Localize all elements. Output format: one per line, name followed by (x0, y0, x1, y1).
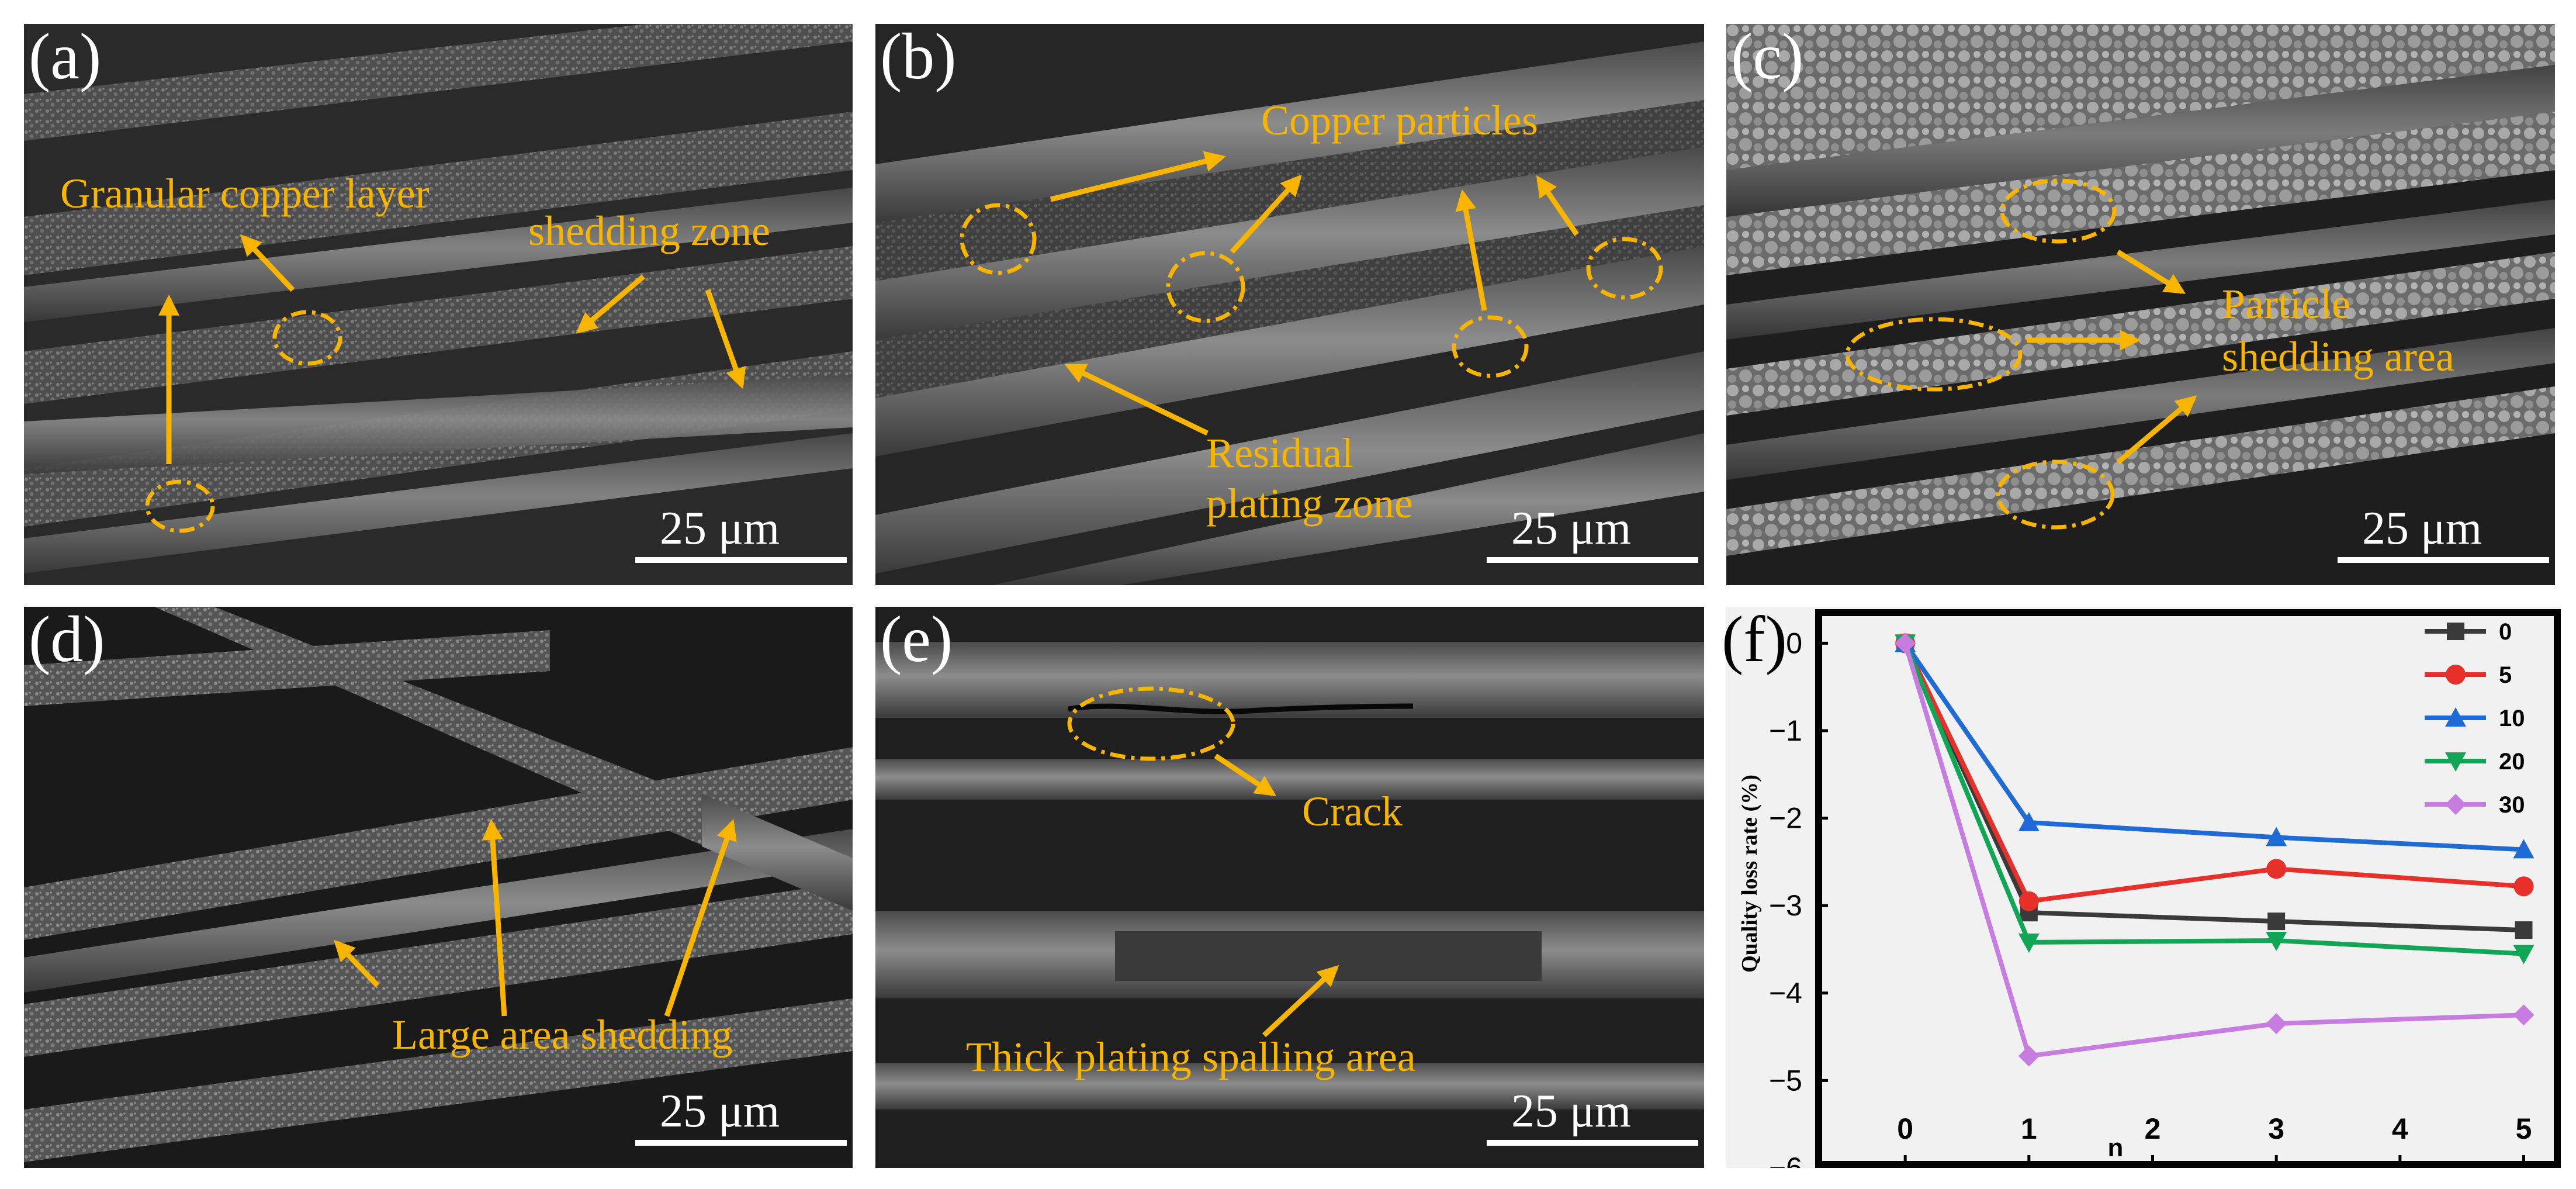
x-tick-label: 1 (2021, 1112, 2037, 1145)
annotation-residual: Residual (1206, 430, 1353, 476)
panel-label: (a) (29, 24, 102, 93)
data-point-series-30 (2018, 1045, 2040, 1067)
annotation-overlay (334, 818, 737, 1017)
series-line-20 (1903, 642, 2524, 956)
data-point-series-30 (2513, 1004, 2535, 1026)
data-point-series-20 (2513, 945, 2535, 965)
data-point-series-20 (2266, 932, 2287, 952)
plot-frame (1815, 609, 2561, 1168)
scale-bar (2338, 557, 2549, 563)
y-tick-label: −4 (1769, 977, 1802, 1010)
data-point-series-5 (2018, 891, 2039, 911)
legend-label-10: 10 (2499, 706, 2525, 731)
sem-image-d (24, 607, 853, 1168)
data-point-series-0 (2267, 913, 2286, 931)
y-tick-label: −6 (1769, 1152, 1802, 1168)
data-point-series-5 (2513, 876, 2534, 897)
panel-label: (d) (29, 607, 105, 676)
data-point-series-0 (2515, 921, 2533, 939)
data-point-series-5 (2266, 859, 2287, 879)
sem-image-b (875, 24, 1704, 585)
scale-bar (635, 557, 847, 563)
legend-marker-10 (2445, 707, 2466, 727)
annotation-overlay (1845, 178, 2197, 530)
scale-bar (1487, 1140, 1698, 1146)
annotation-shedding-area: shedding area (2222, 333, 2454, 380)
annotation-particle: Particle (2222, 281, 2350, 327)
y-tick-label: −2 (1769, 802, 1802, 835)
x-tick-label: 4 (2392, 1112, 2408, 1145)
scale-bar-label: 25 μm (660, 1086, 780, 1137)
data-point-series-10 (2513, 839, 2535, 859)
x-tick-label: 3 (2268, 1112, 2284, 1145)
legend-marker-30 (2445, 794, 2466, 815)
annotation-plating-zone: plating zone (1206, 480, 1413, 527)
data-point-series-30 (2266, 1013, 2287, 1035)
legend-label-20: 20 (2499, 749, 2525, 775)
legend-label-30: 30 (2499, 792, 2525, 818)
scale-bar (1487, 557, 1698, 563)
annotation-overlay (145, 234, 746, 533)
sem-panel-d: (d) Large area shedding 25 μm (24, 607, 853, 1168)
scale-bar-label: 25 μm (1511, 503, 1632, 554)
sem-panel-a: (a) Granular copper layer shedding zone … (24, 24, 853, 585)
quality-loss-chart: 0 −1 −2 −3 −4 −5 −6 0 1 2 3 4 5 n Quality loss rate (%… (1737, 609, 2561, 1168)
annotation-large-area-shedding: Large area shedding (392, 1011, 733, 1058)
data-point-series-10 (2266, 827, 2287, 846)
annotation-crack: Crack (1302, 788, 1403, 835)
annotation-overlay (1067, 686, 1339, 1038)
scale-bar-label: 25 μm (1511, 1086, 1632, 1137)
x-tick-label: 2 (2145, 1112, 2161, 1145)
legend-marker-5 (2446, 665, 2466, 685)
panel-label: (b) (880, 24, 957, 93)
series-line-30 (1903, 642, 2524, 1059)
x-axis-label: n (2108, 1133, 2124, 1162)
y-tick-label: −5 (1769, 1064, 1802, 1097)
panel-label: (f) (1722, 603, 1787, 676)
annotation-shedding-zone: shedding zone (528, 208, 770, 254)
sem-panel-e: (e) Crack Thick plating spalling area 25… (875, 607, 1704, 1168)
data-point-series-30 (1895, 632, 1916, 654)
annotation-granular-copper-layer: Granular copper layer (60, 170, 430, 217)
y-axis-label: Quality loss rate (%) (1737, 775, 1762, 973)
x-tick-label: 0 (1897, 1112, 1913, 1145)
series-line-5 (1903, 642, 2524, 904)
data-point-series-20 (2018, 934, 2040, 953)
scale-bar-label: 25 μm (2362, 503, 2482, 554)
scale-bar-label: 25 μm (660, 503, 780, 554)
legend-marker-0 (2447, 623, 2464, 640)
y-tick-label: 0 (1786, 627, 1802, 659)
sem-panel-c: (c) Particle shedding area 25 μm (1726, 24, 2555, 585)
sem-panel-b: (b) Copper particles Residual plating zo… (875, 24, 1704, 585)
legend-label-0: 0 (2499, 619, 2512, 645)
legend-label-5: 5 (2499, 662, 2512, 688)
annotation-copper-particles: Copper particles (1261, 97, 1538, 144)
annotation-overlay (960, 151, 1663, 436)
annotation-thick-plating-spalling-area: Thick plating spalling area (966, 1034, 1416, 1080)
series-line-10 (1903, 642, 2524, 852)
y-tick-label: −1 (1769, 714, 1802, 747)
data-point-series-10 (2018, 812, 2040, 832)
panel-label: (e) (880, 607, 953, 676)
y-tick-label: −3 (1769, 889, 1802, 922)
panel-label: (c) (1731, 24, 1804, 93)
series-line-0 (1903, 642, 2524, 933)
sem-image-e (875, 607, 1704, 1168)
scale-bar (635, 1140, 847, 1146)
legend-marker-20 (2445, 752, 2466, 772)
x-tick-label: 5 (2516, 1112, 2532, 1145)
